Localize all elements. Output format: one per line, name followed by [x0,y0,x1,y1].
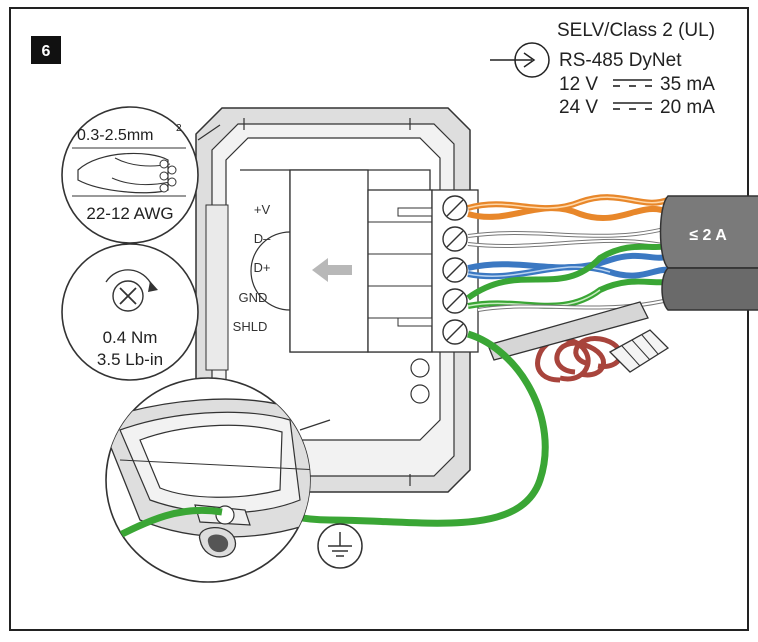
mounting-hole-icon [411,359,429,377]
step-badge-number: 6 [42,43,51,60]
spec-35ma: 35 mA [660,74,715,95]
terminal-screw-icon [443,320,467,344]
terminal-label-plus-v: +V [254,202,271,217]
wire-awg-text: 22-12 AWG [86,204,173,223]
terminal-screw-icon [443,196,467,220]
torque-nm-text: 0.4 Nm [103,328,158,347]
spec-rs485: RS-485 DyNet [559,50,682,71]
ground-symbol-icon [318,524,362,568]
terminal-screw-icon [443,289,467,313]
spec-20ma: 20 mA [660,97,715,118]
terminal-label-shld: SHLD [233,319,268,334]
terminal-label-d-plus: D+ [254,260,271,275]
spec-selv-class: SELV/Class 2 (UL) [557,20,715,41]
terminal-screw-icon [443,227,467,251]
torque-lbin-text: 3.5 Lb-in [97,350,163,369]
terminal-label-gnd: GND [239,290,268,305]
terminal-screw-icon [443,258,467,282]
terminal-block [368,190,478,352]
terminal-label-d-minus: D– [254,231,271,246]
mounting-hole-icon [411,385,429,403]
cable-current-label: ≤ 2 A [689,227,727,244]
spec-12v: 12 V [559,74,598,95]
dynet-cable [661,196,758,310]
wire-area-text: 0.3-2.5mm [77,127,153,144]
wire-area-exponent: 2 [176,123,182,134]
spec-24v: 24 V [559,97,598,118]
